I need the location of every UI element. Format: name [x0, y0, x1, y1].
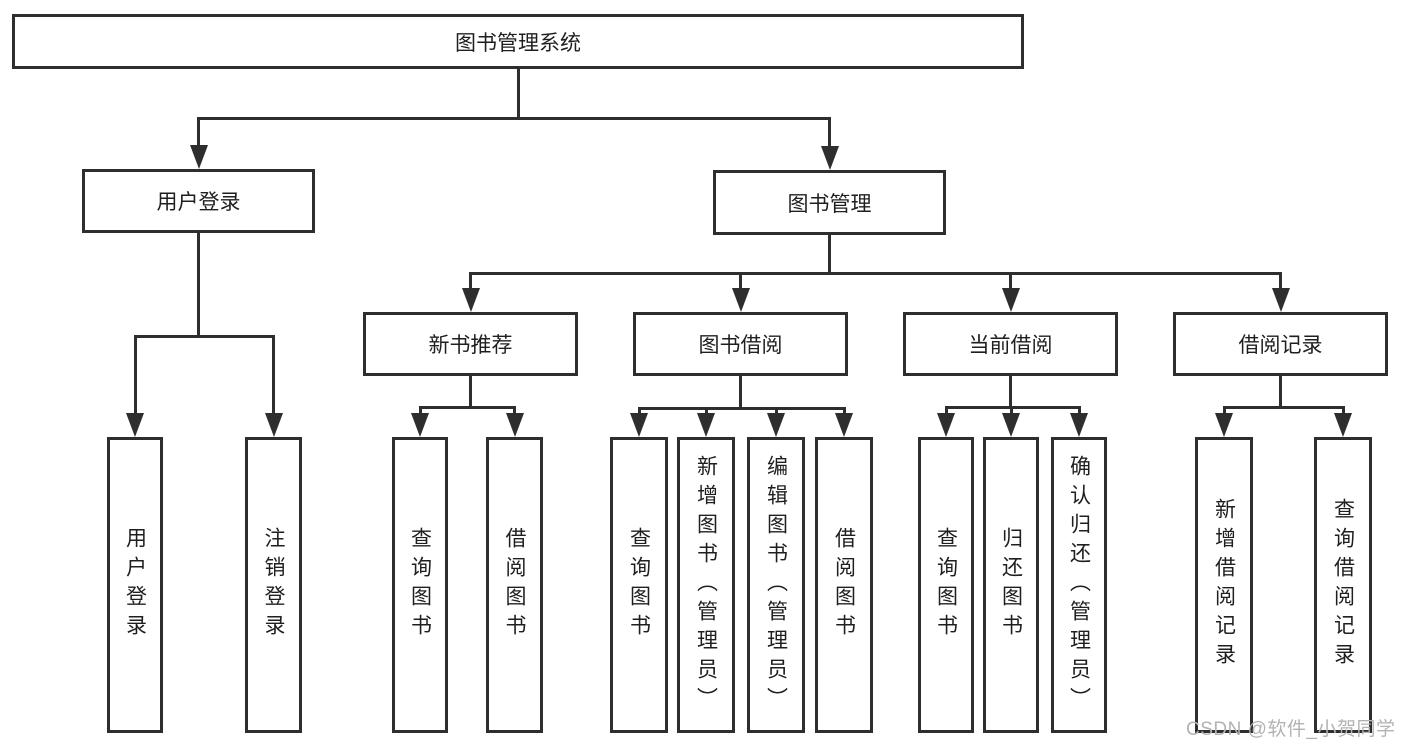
node-current-borrow: 当前借阅	[903, 312, 1118, 376]
leaf-label: 归还图书	[999, 527, 1023, 643]
connector-line	[1341, 407, 1345, 415]
leaf-label: 查询借阅记录	[1331, 498, 1355, 672]
arrow-down-icon	[126, 413, 144, 437]
arrow-down-icon	[731, 288, 750, 312]
leaf-label: 用户登录	[123, 527, 147, 643]
node-label: 图书管理	[787, 192, 872, 216]
arrow-down-icon	[697, 413, 715, 437]
arrow-down-icon	[820, 146, 839, 170]
arrow-down-icon	[1215, 413, 1233, 437]
connector-line	[1279, 273, 1282, 291]
arrow-down-icon	[767, 413, 785, 437]
arrow-down-icon	[1001, 288, 1020, 312]
leaf-recommend-borrow-books: 借阅图书	[486, 437, 543, 733]
leaf-label: 借阅图书	[503, 527, 526, 643]
node-book-management: 图书管理	[713, 170, 946, 235]
leaf-borrow-query-books: 查询图书	[610, 437, 668, 733]
arrow-down-icon	[1271, 288, 1290, 312]
connector-line	[469, 376, 472, 407]
connector-line	[516, 69, 520, 118]
arrow-down-icon	[1002, 413, 1020, 437]
connector-line	[1222, 407, 1226, 415]
arrow-down-icon	[461, 288, 480, 312]
leaf-recommend-query-books: 查询图书	[392, 437, 448, 733]
node-root: 图书管理系统	[12, 14, 1024, 69]
arrow-down-icon	[411, 413, 429, 437]
connector-line	[637, 406, 846, 410]
leaf-label: 借阅图书	[832, 527, 856, 643]
connector-line	[637, 408, 641, 415]
node-label: 图书借阅	[698, 334, 783, 357]
arrow-down-icon	[189, 145, 208, 169]
node-label: 用户登录	[156, 191, 241, 214]
arrow-down-icon	[264, 413, 283, 437]
node-label: 新书推荐	[428, 334, 513, 357]
arrow-down-icon	[835, 413, 853, 437]
connector-line	[842, 408, 846, 415]
connector-line	[944, 407, 948, 415]
connector-line	[1222, 405, 1345, 409]
node-borrow-records: 借阅记录	[1173, 312, 1388, 376]
leaf-borrow-borrow-books: 借阅图书	[815, 437, 873, 733]
connector-line	[272, 336, 275, 415]
arrow-down-icon	[630, 413, 648, 437]
arrow-down-icon	[1334, 413, 1352, 437]
leaf-user-login: 用户登录	[107, 437, 163, 733]
arrow-down-icon	[505, 413, 524, 437]
leaf-records-query-record: 查询借阅记录	[1314, 437, 1372, 733]
connector-line	[197, 118, 200, 148]
connector-line	[828, 118, 831, 149]
node-root-label: 图书管理系统	[455, 31, 581, 55]
leaf-label: 查询图书	[934, 527, 958, 643]
node-book-borrow: 图书借阅	[633, 312, 848, 376]
connector-line	[1077, 407, 1081, 415]
connector-line	[133, 336, 137, 415]
connector-line	[197, 116, 831, 120]
node-label: 借阅记录	[1238, 334, 1323, 357]
connector-line	[469, 271, 1282, 275]
node-new-book-recommend: 新书推荐	[363, 312, 578, 376]
connector-line	[944, 405, 1081, 409]
connector-line	[739, 273, 742, 291]
arrow-down-icon	[937, 413, 955, 437]
leaf-borrow-add-books-admin: 新增图书（管理员）	[677, 437, 735, 733]
connector-line	[197, 233, 200, 337]
leaf-label: 确认归还（管理员）	[1067, 454, 1091, 716]
connector-line	[513, 407, 516, 415]
connector-line	[1279, 375, 1282, 408]
node-user-login: 用户登录	[82, 169, 315, 233]
leaf-label: 查询图书	[408, 527, 432, 643]
leaf-current-query-books: 查询图书	[918, 437, 974, 733]
arrow-down-icon	[1070, 413, 1088, 437]
leaf-borrow-edit-books-admin: 编辑图书（管理员）	[747, 437, 805, 733]
leaf-records-add-record: 新增借阅记录	[1195, 437, 1253, 733]
leaf-current-confirm-return-admin: 确认归还（管理员）	[1051, 437, 1107, 733]
connector-line	[1009, 374, 1012, 408]
leaf-label: 新增借阅记录	[1212, 498, 1236, 672]
leaf-label: 注销登录	[262, 527, 285, 643]
leaf-logout: 注销登录	[245, 437, 302, 733]
leaf-label: 编辑图书（管理员）	[764, 454, 788, 716]
connector-line	[469, 273, 472, 291]
connector-line	[739, 376, 742, 409]
connector-line	[704, 408, 708, 415]
node-label: 当前借阅	[968, 334, 1053, 357]
connector-line	[418, 405, 516, 409]
leaf-label: 查询图书	[627, 527, 651, 643]
leaf-current-return-books: 归还图书	[983, 437, 1039, 733]
connector-line	[828, 235, 831, 274]
connector-line	[418, 407, 422, 415]
connector-line	[1009, 407, 1013, 415]
connector-line	[774, 408, 778, 415]
connector-line	[1009, 273, 1012, 291]
connector-line	[133, 334, 275, 338]
leaf-label: 新增图书（管理员）	[694, 454, 718, 716]
watermark-text: CSDN @软件_小贺同学	[1186, 719, 1396, 740]
